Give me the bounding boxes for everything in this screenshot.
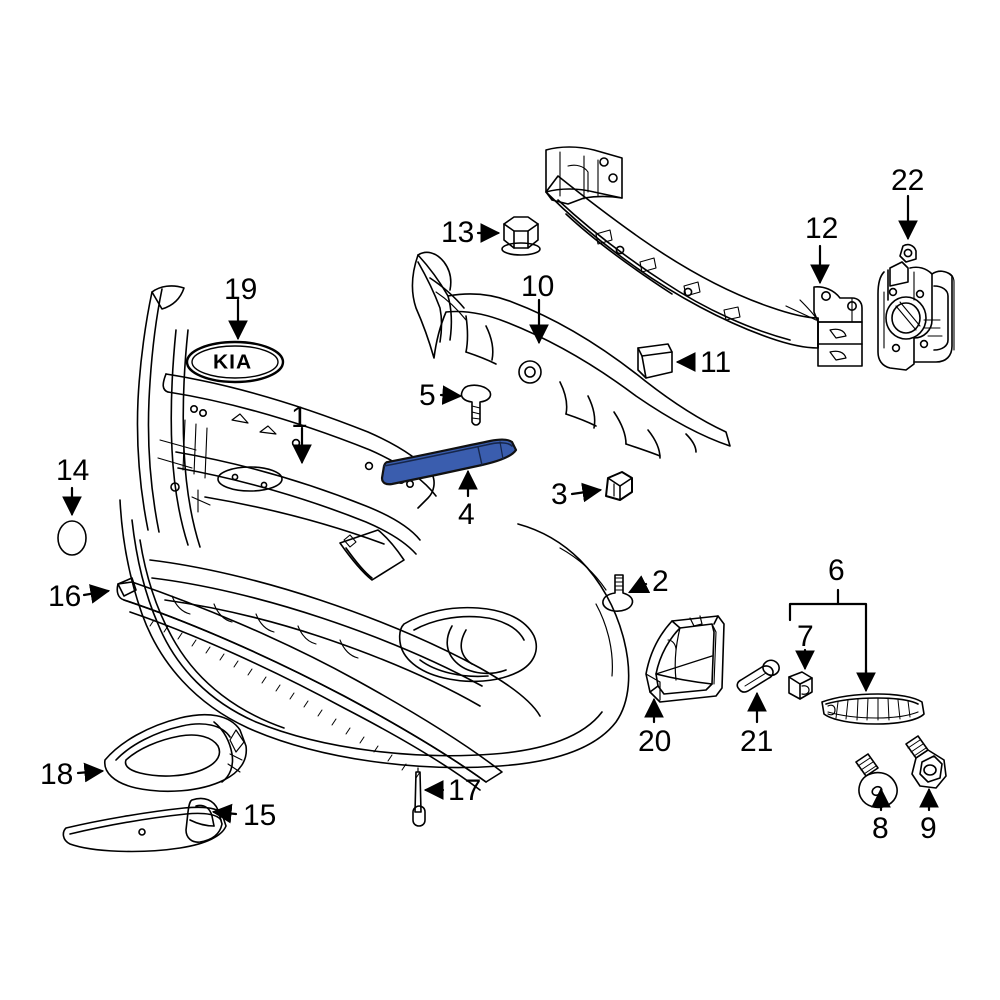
- callout-22: 22: [891, 164, 925, 197]
- leader-3: [570, 482, 603, 503]
- callout-7: 7: [797, 620, 814, 653]
- callout-4: 4: [458, 498, 475, 531]
- part-7-reflector-clip: [788, 671, 813, 700]
- callout-8: 8: [872, 812, 889, 845]
- part-12-reinforcement-beam: [545, 146, 863, 367]
- part-19-kia-emblem: [185, 340, 285, 384]
- part-5-push-clip: [460, 384, 492, 426]
- leader-6: [788, 588, 868, 690]
- part-18-fog-bezel: [104, 713, 248, 793]
- part-20-side-guide-bracket: [645, 615, 725, 703]
- callout-1: 1: [291, 401, 308, 434]
- part-21-clip-rod: [736, 659, 780, 693]
- part-3-bumper-clip: [605, 471, 633, 501]
- callout-15: 15: [243, 799, 277, 832]
- bumper-cover-main-body: [119, 499, 630, 769]
- part-14-cap: [57, 520, 87, 556]
- callout-18: 18: [40, 758, 74, 791]
- part-15-air-deflector: [62, 797, 227, 853]
- callout-9: 9: [920, 812, 937, 845]
- callout-20: 20: [638, 725, 672, 758]
- leader-15: [211, 803, 238, 824]
- callout-16: 16: [48, 580, 82, 613]
- callout-6: 6: [828, 554, 845, 587]
- part-8-tapping-screw: [855, 753, 898, 809]
- callout-2: 2: [652, 565, 669, 598]
- callout-3: 3: [551, 478, 568, 511]
- callout-11: 11: [700, 346, 732, 379]
- part-11-absorber-pad: [637, 343, 673, 379]
- callout-12: 12: [805, 212, 839, 245]
- callout-13: 13: [441, 216, 475, 249]
- part-16-lower-molding: [116, 577, 503, 791]
- leader-5: [439, 385, 463, 405]
- leader-2: [628, 575, 651, 594]
- part-4-highlighted-bracket: [380, 438, 518, 486]
- part-13-flange-nut: [501, 216, 541, 256]
- part-1-grille-upper-cover: [136, 285, 437, 581]
- part-2-push-pin: [602, 574, 634, 612]
- leader-16: [82, 584, 111, 604]
- leader-18: [76, 762, 105, 783]
- callout-17: 17: [448, 774, 482, 807]
- part-10-crossmember: [411, 251, 731, 459]
- callout-21: 21: [740, 725, 774, 758]
- part-6-side-reflector: [821, 693, 925, 725]
- part-17-rivet-pin: [412, 767, 426, 827]
- part-22-headlamp-bracket: [877, 243, 955, 371]
- callout-19: 19: [224, 273, 258, 306]
- callout-14: 14: [56, 454, 90, 487]
- kia-emblem-text: KIA: [213, 351, 253, 374]
- callout-10: 10: [521, 270, 555, 303]
- part-9-flange-bolt: [905, 735, 947, 789]
- callout-5: 5: [419, 379, 436, 412]
